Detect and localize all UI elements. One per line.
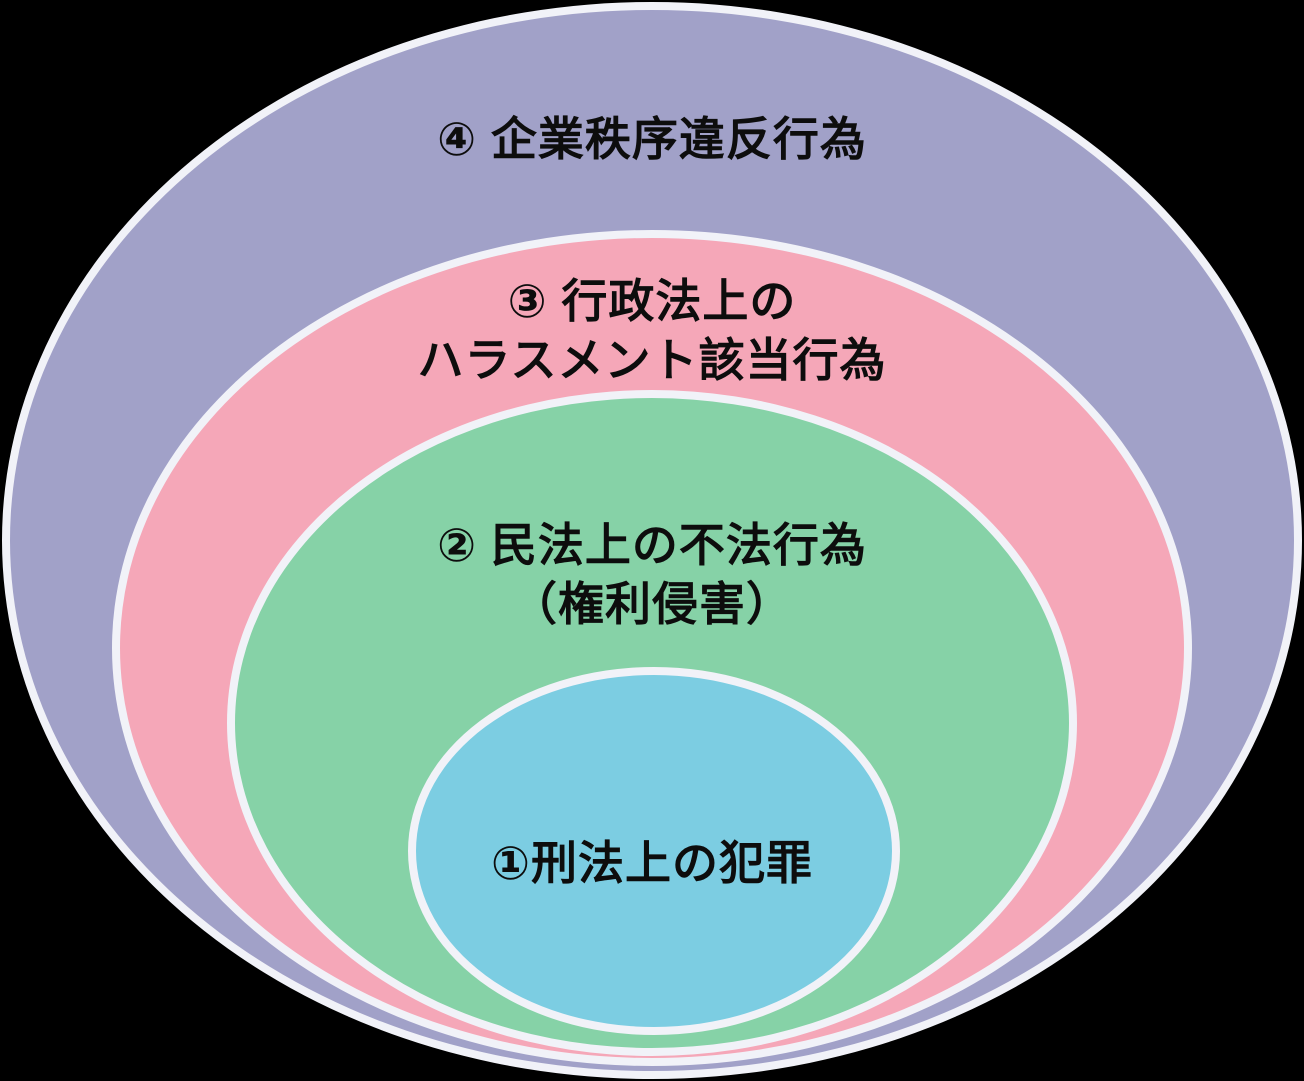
ellipse-level1-criminal-offense — [408, 667, 900, 1035]
